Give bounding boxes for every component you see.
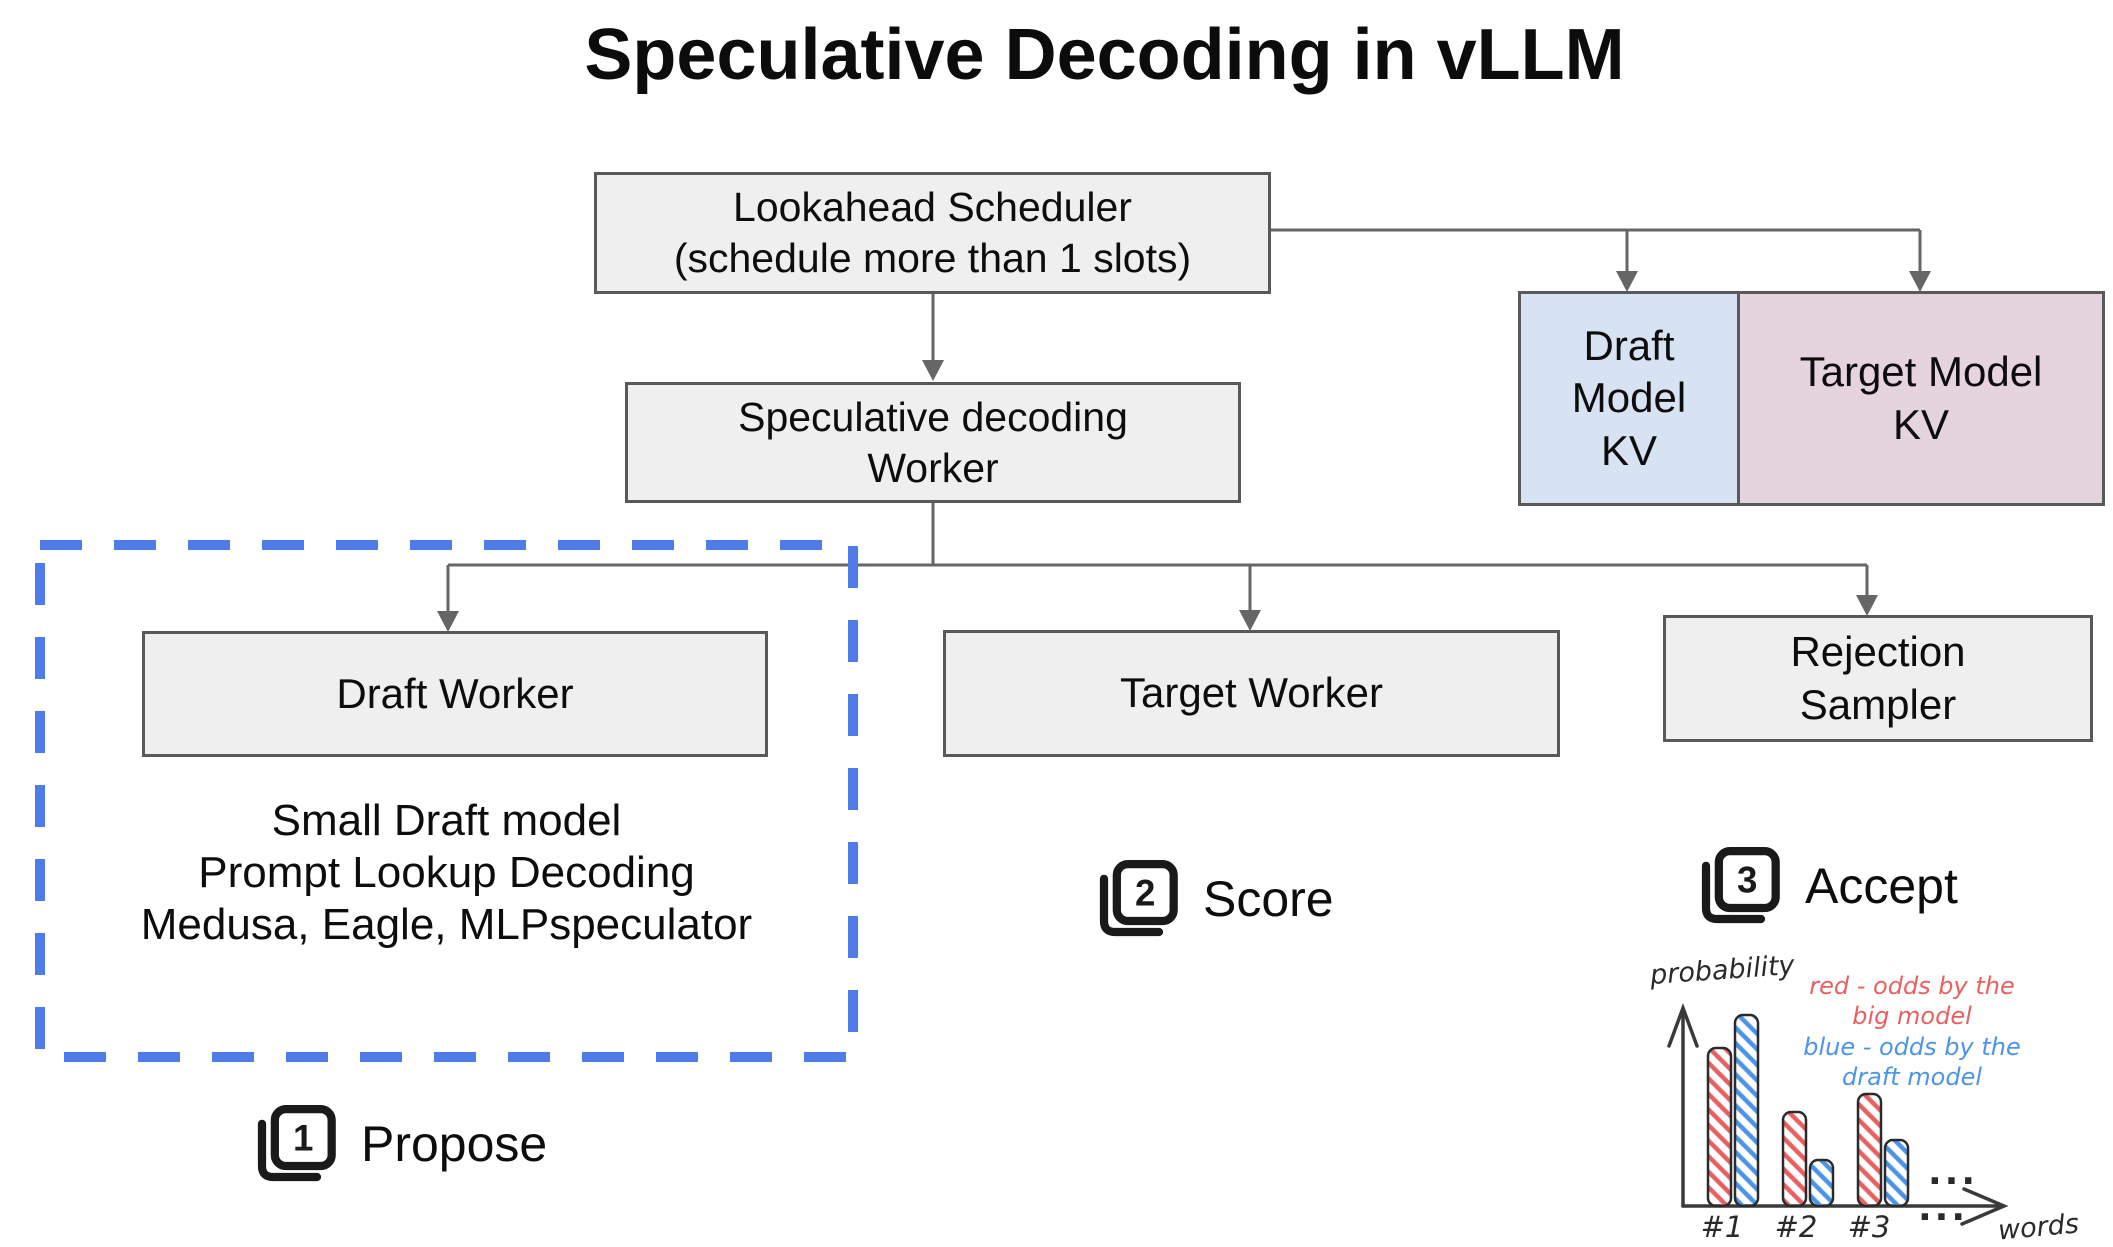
step-1-number: 1 xyxy=(293,1117,313,1158)
propose-dashed-region xyxy=(35,540,858,1062)
speculative-decoding-worker-label: Speculative decoding Worker xyxy=(738,393,1128,491)
arrowhead-to-draft-worker xyxy=(437,611,459,632)
draft-worker-box: Draft Worker xyxy=(142,631,768,757)
step-2-number: 2 xyxy=(1135,872,1155,913)
draft-model-kv-label: Draft Model KV xyxy=(1571,322,1687,474)
filter-3-icon: 3 xyxy=(1701,847,1780,924)
page-title: Speculative Decoding in vLLM xyxy=(584,15,1625,95)
arrowhead-to-target-kv xyxy=(1909,271,1931,292)
chart-bar-series1-#2 xyxy=(1808,1158,1835,1208)
y-axis-arrowhead xyxy=(1667,1002,1699,1048)
chart-bar-series1-#3 xyxy=(1883,1138,1910,1208)
rejection-sampler-box: Rejection Sampler xyxy=(1663,615,2093,742)
legend-note-red: red - odds by the big model xyxy=(1809,972,2015,1030)
ellipsis-lower: ... xyxy=(1918,1188,1969,1229)
step-accept-label: Accept xyxy=(1805,858,1958,914)
chart-bar-series0-#1 xyxy=(1706,1046,1733,1208)
draft-model-kv-box: Draft Model KV xyxy=(1518,291,1740,506)
ellipsis-upper: ... xyxy=(1928,1152,1979,1193)
tick-label-2: #2 xyxy=(1774,1210,1818,1244)
draft-worker-label: Draft Worker xyxy=(336,669,574,717)
chart-bars xyxy=(1706,1013,1910,1208)
filter-1-icon: 1 xyxy=(257,1105,336,1182)
target-worker-label: Target Worker xyxy=(1120,669,1383,717)
arrowhead-to-target-worker xyxy=(1239,610,1261,631)
chart-bar-series0-#3 xyxy=(1856,1092,1883,1208)
sketch-chart-axes xyxy=(1667,1002,2009,1226)
filter-2-icon: 2 xyxy=(1099,860,1178,937)
target-model-kv-label: Target Model KV xyxy=(1799,348,2043,448)
step-score-label: Score xyxy=(1203,871,1334,927)
target-worker-box: Target Worker xyxy=(943,630,1560,757)
x-axis-arrowhead xyxy=(1960,1187,2009,1226)
chart-bar-series0-#2 xyxy=(1781,1110,1808,1208)
step-propose-label: Propose xyxy=(361,1116,548,1172)
chart-bar-series1-#1 xyxy=(1733,1013,1760,1208)
arrowhead-to-rejection xyxy=(1856,595,1878,616)
arrowhead-to-spec-worker xyxy=(922,360,944,381)
step-accept: 3 Accept xyxy=(1695,842,1958,930)
step-propose: 1 Propose xyxy=(251,1100,547,1188)
arrowhead-to-draft-kv xyxy=(1616,271,1638,292)
arrowheads xyxy=(437,271,1931,632)
step-3-number: 3 xyxy=(1737,859,1757,900)
legend-note-blue: blue - odds by the draft model xyxy=(1803,1033,2021,1091)
lookahead-scheduler-box: Lookahead Scheduler (schedule more than … xyxy=(594,172,1271,294)
draft-methods-text: Small Draft model Prompt Lookup Decoding… xyxy=(140,796,753,949)
rejection-sampler-label: Rejection Sampler xyxy=(1790,628,1966,728)
step-score: 2 Score xyxy=(1093,855,1334,943)
target-model-kv-box: Target Model KV xyxy=(1737,291,2105,506)
speculative-decoding-worker-box: Speculative decoding Worker xyxy=(625,382,1241,503)
tick-label-3: #3 xyxy=(1847,1210,1891,1244)
lookahead-scheduler-label: Lookahead Scheduler (schedule more than … xyxy=(673,184,1192,281)
connector-lines xyxy=(446,228,1922,619)
tick-label-1: #1 xyxy=(1700,1210,1744,1244)
